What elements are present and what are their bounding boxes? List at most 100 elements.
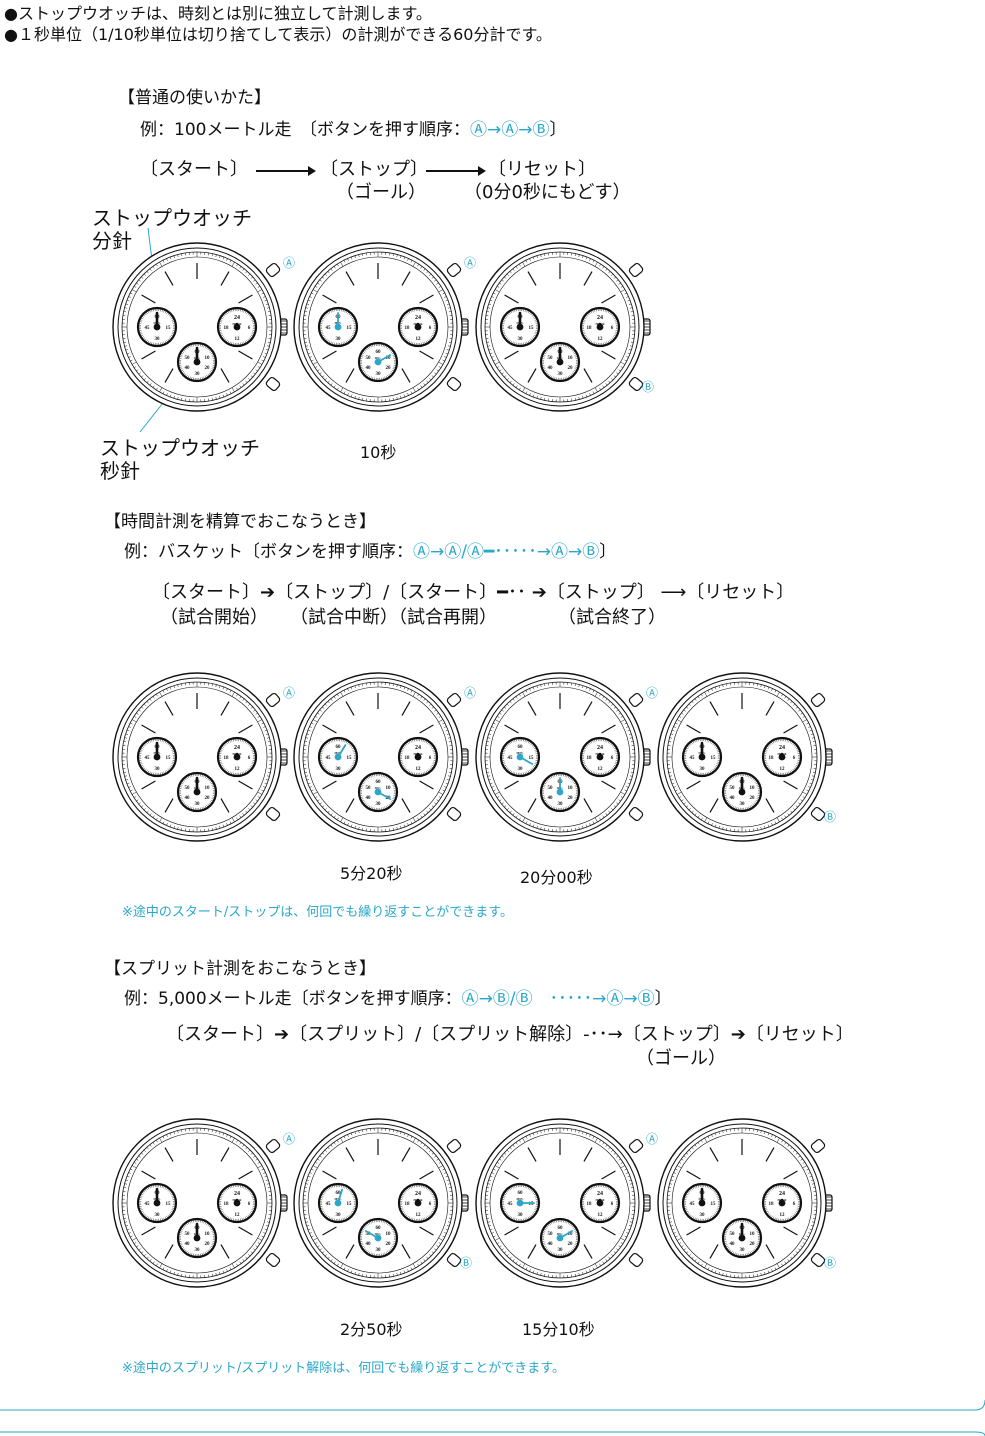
pusher-b (446, 376, 462, 392)
hour-subdial-24: 24 (597, 315, 603, 321)
section2-caption-2: 20分00秒 (520, 868, 593, 887)
section3-flow: 〔スタート〕➔〔スプリット〕/〔スプリット解除〕-･･→〔ストップ〕➔〔リセット… (166, 1024, 854, 1045)
hour-subdial-12: 12 (598, 337, 604, 342)
min-subdial-45: 45 (508, 756, 514, 761)
section1-example-text: 例：100メートル走 〔ボタンを押す順序： (140, 120, 470, 140)
hour-subdial-18: 18 (769, 1202, 775, 1207)
min-subdial-45: 45 (145, 326, 151, 331)
sec-subdial-20: 20 (750, 796, 756, 801)
hour-subdial-12: 12 (416, 767, 422, 772)
pusher-b (446, 806, 462, 822)
min-subdial-15: 15 (347, 1202, 353, 1207)
sec-subdial-50: 50 (185, 1232, 191, 1237)
section1-flow-start: 〔スタート〕 (140, 159, 248, 180)
min-subdial-30: 30 (518, 1213, 524, 1218)
hour-subdial-12: 12 (598, 1213, 604, 1218)
sec-subdial-30: 30 (376, 1248, 382, 1253)
hour-subdial-6: 6 (429, 326, 432, 331)
hour-subdial-24: 24 (597, 745, 603, 751)
hour-subdial-18: 18 (224, 326, 230, 331)
section3-note: ※途中のスプリット/スプリット解除は、何回でも繰り返すことができます。 (122, 1361, 565, 1376)
sec-subdial-60: 60 (376, 1226, 382, 1231)
section2-flow-sub-2: （試合中断）（試合再開） (290, 607, 497, 628)
sec-subdial-50: 50 (548, 786, 554, 791)
min-subdial-45: 45 (690, 1202, 696, 1207)
section1-flow-goal: （ゴール） (336, 182, 426, 203)
pusher-b (810, 806, 826, 822)
min-subdial-30: 30 (336, 1213, 342, 1218)
button-label-b: Ⓑ (460, 1256, 472, 1270)
hour-subdial-6: 6 (793, 1202, 796, 1207)
min-subdial-45: 45 (145, 756, 151, 761)
hour-subdial-18: 18 (405, 326, 411, 331)
sec-subdial-10: 10 (750, 1232, 756, 1237)
button-label-a: Ⓐ (646, 686, 658, 700)
sec-subdial-20: 20 (386, 1242, 392, 1247)
hour-subdial-24: 24 (415, 745, 421, 751)
button-label-a: Ⓐ (464, 256, 476, 270)
pusher-b (628, 806, 644, 822)
sec-subdial-40: 40 (366, 1242, 372, 1247)
pusher-b (446, 1252, 462, 1268)
section3-button-sequence: Ⓐ→Ⓑ/Ⓑ ･････→Ⓐ→Ⓑ (461, 989, 655, 1009)
section1-example-end: 〕 (549, 120, 567, 140)
sec-subdial-40: 40 (185, 796, 191, 801)
hour-subdial-24: 24 (234, 745, 240, 751)
min-subdial-60: 60 (518, 745, 524, 750)
sec-subdial-label: SEC. (375, 356, 382, 360)
hour-subdial-12: 12 (780, 767, 786, 772)
min-subdial-45: 45 (508, 326, 514, 331)
hour-subdial-12: 12 (416, 1213, 422, 1218)
section2-flow: 〔スタート〕➔〔ストップ〕/〔スタート〕━･･ ➔〔ストップ〕 ⟶〔リセット〕 (152, 582, 795, 603)
min-subdial-45: 45 (326, 756, 332, 761)
sec-subdial-30: 30 (740, 802, 746, 807)
min-subdial-15: 15 (529, 1202, 535, 1207)
min-subdial-15: 15 (347, 326, 353, 331)
watch-case (657, 672, 827, 842)
watch-case (293, 1118, 463, 1288)
label-stopwatch-second-line1: ストップウオッチ (100, 436, 260, 460)
sec-subdial-60: 60 (376, 780, 382, 785)
sec-subdial-30: 30 (558, 372, 564, 377)
hour-subdial-18: 18 (405, 756, 411, 761)
min-subdial-15: 15 (711, 756, 717, 761)
sec-subdial-50: 50 (548, 1232, 554, 1237)
min-subdial-15: 15 (347, 756, 353, 761)
watch-case (293, 672, 463, 842)
section3-example-text: 例：5,000メートル走〔ボタンを押す順序： (124, 989, 462, 1009)
section3-example: 例：5,000メートル走〔ボタンを押す順序：Ⓐ→Ⓑ/Ⓑ ･････→Ⓐ→Ⓑ〕 (124, 991, 672, 1008)
pusher-b (265, 806, 281, 822)
min-subdial-30: 30 (336, 337, 342, 342)
min-subdial-30: 30 (700, 767, 706, 772)
section3-flow-goal: （ゴール） (636, 1048, 726, 1069)
section2-note: ※途中のスタート/ストップは、何回でも繰り返すことができます。 (122, 905, 513, 920)
hour-subdial-24: 24 (234, 315, 240, 321)
min-subdial-15: 15 (711, 1202, 717, 1207)
watch-case (112, 672, 282, 842)
min-subdial-45: 45 (508, 1202, 514, 1207)
hour-subdial-24: 24 (597, 1191, 603, 1197)
sec-subdial-10: 10 (205, 786, 211, 791)
min-subdial-label: MIN. (517, 751, 524, 755)
sec-subdial-10: 10 (750, 786, 756, 791)
sec-subdial-10: 10 (205, 356, 211, 361)
hour-subdial-6: 6 (611, 326, 614, 331)
sec-subdial-10: 10 (386, 1232, 392, 1237)
sec-subdial-20: 20 (205, 796, 211, 801)
section2-example: 例：バスケット〔ボタンを押す順序：Ⓐ→Ⓐ/Ⓐ━･････→Ⓐ→Ⓑ〕 (124, 544, 616, 561)
min-subdial-45: 45 (326, 1202, 332, 1207)
sec-subdial-10: 10 (386, 356, 392, 361)
hour-subdial-24: 24 (779, 745, 785, 751)
section2-flow-sub-3: （試合終了） (558, 607, 666, 628)
button-label-a: Ⓐ (464, 686, 476, 700)
hour-subdial-18: 18 (769, 756, 775, 761)
pusher-a (628, 692, 644, 708)
section2-flow-sub-1: （試合開始） (160, 607, 268, 628)
sec-subdial-label: SEC. (375, 786, 382, 790)
section2-caption-1: 5分20秒 (340, 864, 403, 883)
sec-subdial-40: 40 (548, 796, 554, 801)
section1-caption-10s: 10秒 (360, 443, 397, 462)
label-stopwatch-second-line2: 秒針 (100, 459, 140, 483)
pusher-a (446, 692, 462, 708)
